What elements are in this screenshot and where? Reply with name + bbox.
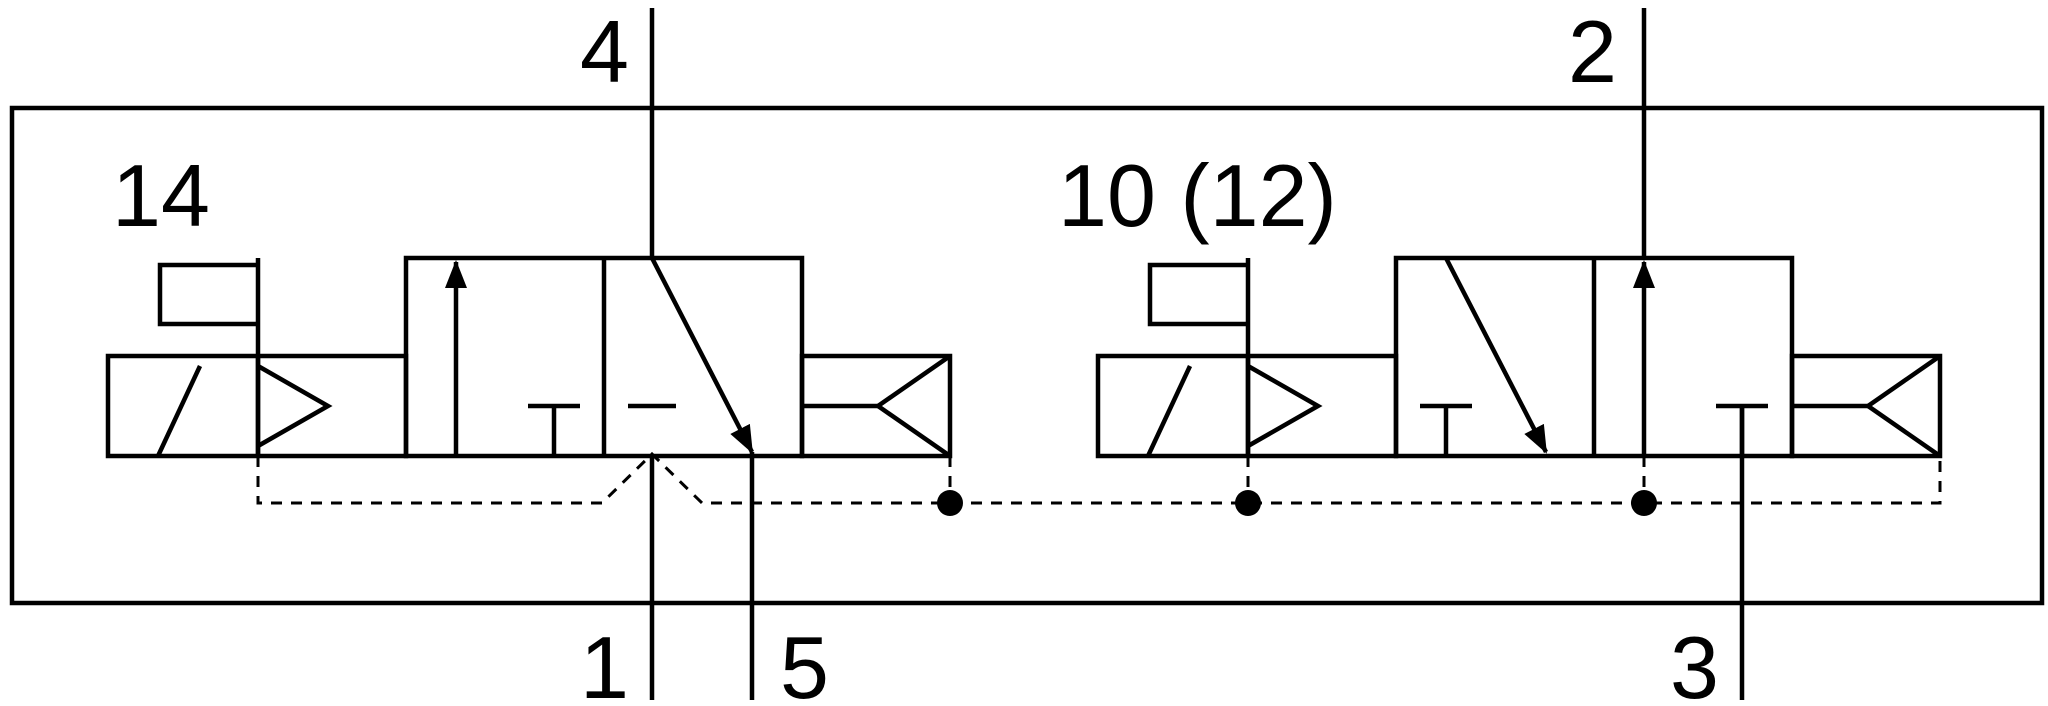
junction-dot (1631, 490, 1657, 516)
port-label-1: 1 (580, 618, 629, 706)
port-label-5: 5 (780, 618, 829, 706)
port-label-3: 3 (1670, 618, 1719, 706)
solenoid-coil-slash-a (155, 365, 203, 457)
valve-a (105, 255, 953, 459)
port-label-4: 4 (580, 2, 629, 101)
pilot-supply-lines (256, 451, 1942, 505)
pilot-label-b: 10 (12) (1058, 146, 1337, 245)
solenoid-coil-slash-b (1145, 365, 1193, 457)
enclosure-frame (9, 105, 2045, 606)
valve-b (1095, 255, 1943, 459)
pilot-triangle-b (1246, 364, 1323, 448)
manual-override-a (157, 262, 258, 327)
pilot-triangle-a (256, 364, 333, 448)
flow-arrow-diagonal-a (650, 256, 754, 454)
junction-dot (937, 490, 963, 516)
pilot-label-a: 14 (112, 146, 210, 245)
manual-override-b (1147, 262, 1248, 327)
port-label-2: 2 (1568, 2, 1617, 101)
junction-dot (1235, 490, 1261, 516)
flow-arrow-diagonal-b (1444, 256, 1548, 454)
